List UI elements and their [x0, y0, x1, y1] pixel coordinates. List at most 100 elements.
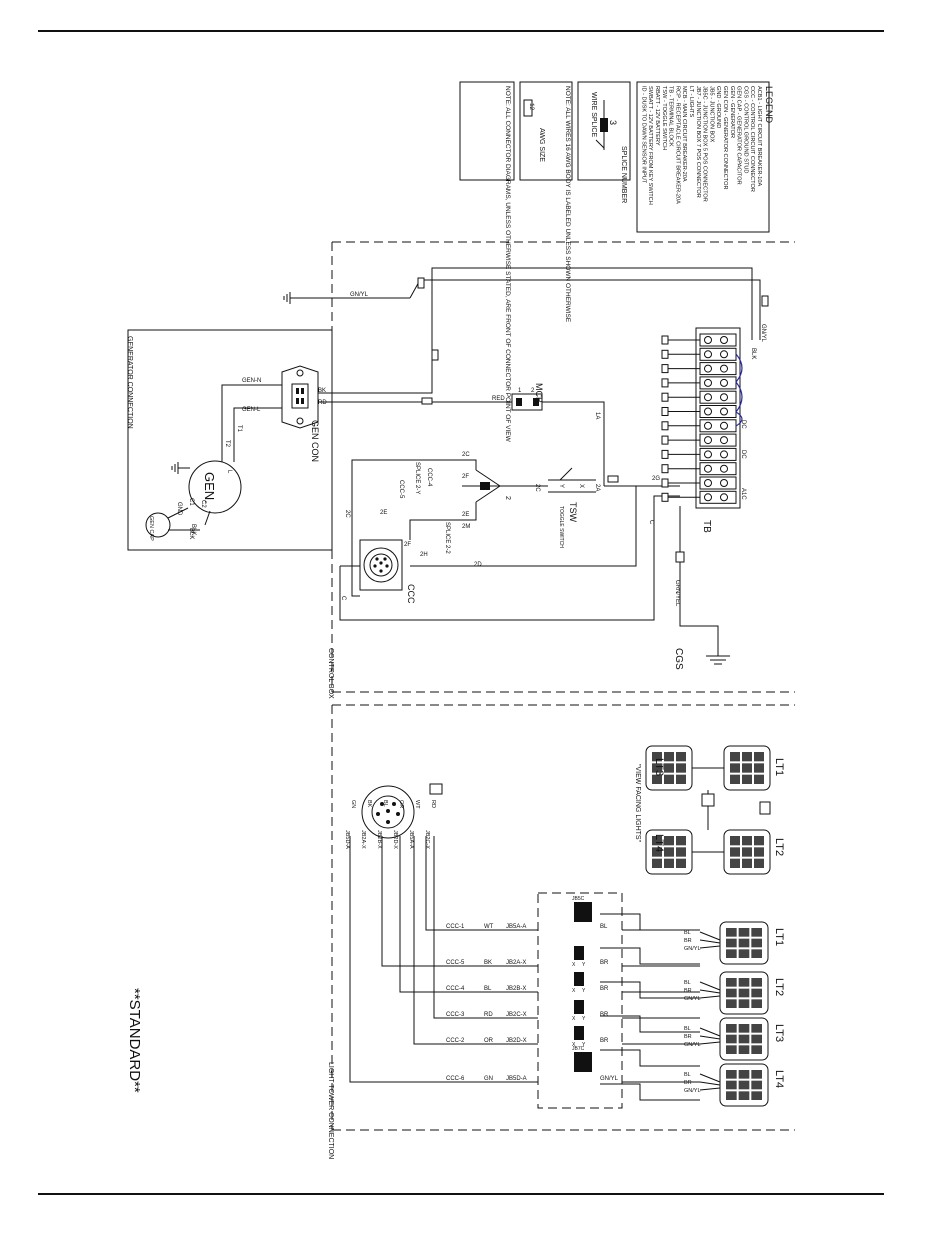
tb-label: TB [701, 520, 712, 533]
jb-connector-label: JB5C [572, 896, 585, 902]
legend-item: TB - TERMINAL BLOCK [668, 86, 674, 147]
lamp-led-cell [751, 1045, 762, 1054]
cable-wire [349, 836, 538, 1083]
cable-wire [381, 836, 538, 967]
wire-2e-conn: 2E [380, 510, 387, 516]
cable-color-label: BK [484, 960, 492, 966]
lamp-head: LT1 [723, 745, 785, 791]
tb-screw [704, 450, 712, 459]
tb-screw [704, 421, 712, 430]
lamp-led-cell [738, 949, 750, 958]
lamp-led-cell [738, 928, 750, 937]
tb-wire-gnyl: GN/YL [760, 324, 766, 343]
tb-terminal [699, 476, 737, 490]
tb-terminal [699, 347, 737, 361]
legend-item: GND - GROUND [715, 86, 721, 128]
tb-dc-2: DC [740, 450, 746, 459]
wire-ccc4: CCC-4 [426, 468, 432, 487]
round-conn-label: JB5A-A [408, 830, 414, 849]
lamp-label: LT3 [653, 758, 665, 776]
tsw-label: TSW [568, 502, 578, 523]
tb-screw [720, 364, 728, 373]
splice-label: WIRE SPLICE [590, 92, 597, 137]
lamp-wire-label: BR [684, 938, 692, 944]
lamp-led-cell [726, 978, 737, 987]
lamp-led-cell [754, 836, 764, 846]
splice-number: 3 [608, 120, 618, 125]
tb-screw [720, 421, 728, 430]
gen-con-connector: GEN CON BK RD [281, 365, 327, 462]
round-conn-label: JB2A-X [360, 830, 366, 849]
lamp-led-cell [751, 1080, 762, 1090]
lamp-led-cell [726, 1070, 737, 1079]
tb-dc-1: DC [740, 420, 746, 429]
awg-note-box: NOTE: ALL WIRES 16 AWG BODY IS LABELED U… [519, 81, 573, 323]
lamp-plug [759, 801, 771, 815]
tb-screw [704, 436, 712, 445]
tb-leads [661, 335, 700, 502]
tb-screw [720, 336, 728, 344]
lamp-lead [699, 1081, 721, 1086]
lamp-led-cell [738, 1070, 750, 1079]
lamp-led-cell [676, 836, 686, 846]
lamp-led-cell [652, 836, 662, 846]
gen-con-label: GEN CON [310, 420, 320, 462]
lamp-led-cell [726, 938, 737, 948]
awg-note: NOTE: ALL WIRES 16 AWG BODY IS LABELED U… [564, 86, 571, 323]
lamp-led-cell [754, 847, 764, 857]
tb-screw [704, 378, 712, 387]
legend-item: ID - DUSK TO DAWN SENSOR INPUT [640, 86, 646, 184]
cable-out-label: BL [600, 924, 608, 930]
lamp-led-cell [676, 858, 686, 868]
tb-terminal [699, 490, 737, 504]
tb-lead-tag [661, 478, 669, 488]
tsw-wire-y: Y [558, 484, 564, 488]
tsw-wire-2a: 2A [594, 484, 600, 491]
lamp-led-cell [730, 836, 740, 846]
tb-terminal [699, 390, 737, 404]
lamp-lead [699, 939, 721, 944]
legend-item: JB5C - JUNCTION BOX 5 POS CONNECTOR [702, 86, 708, 202]
tb-wire-blk: BLK [750, 348, 756, 359]
lamp-led-cell [751, 999, 762, 1008]
round-conn-label: RD [430, 800, 436, 808]
tb-lead-tag [661, 378, 669, 388]
mcb-pin-2: 2 [531, 388, 535, 394]
cable-ccc-label: CCC-1 [446, 924, 465, 930]
lamp-head: LT4 [645, 829, 693, 875]
jb-pin-x: X [572, 988, 576, 994]
tb-screw [720, 479, 728, 487]
round-conn-label: BL [382, 800, 388, 807]
lamp-wire-label: GN/YL [684, 1042, 701, 1048]
lamp-wire-label: BL [684, 930, 691, 936]
cable-ccc-label: CCC-5 [446, 960, 465, 966]
lamp-bracket [692, 767, 724, 853]
jb-bus-wire [600, 1015, 700, 1033]
jb-bus-wire [600, 1083, 700, 1101]
legend-item: CCC - CONTROL CIRCUIT CONNECTOR [749, 86, 755, 192]
ccc-connector: CCC [359, 539, 416, 604]
lamp-led-cell [652, 847, 662, 857]
lamp-lead [699, 1087, 721, 1091]
lamp-led-cell [738, 1045, 750, 1054]
tsw-wire-x: X [578, 484, 584, 488]
lamp-led-cell [730, 858, 740, 868]
lamp-label: LT1 [773, 928, 785, 946]
gen-wire-blk1: BLK [188, 528, 194, 539]
cable-color-label: GN [484, 1076, 493, 1082]
legend-item: JB7 - JUNCTION BOX 7 POS CONNECTOR [695, 86, 701, 198]
tb-terminal [699, 462, 737, 476]
lamp-led-cell [726, 999, 737, 1008]
section-frames: GENERATOR CONNECTION CONTROL BOX LIGHT T… [126, 241, 795, 1159]
jb-connector [574, 1026, 584, 1040]
lamp-led-cell [664, 763, 674, 773]
round-conn-label: GN [350, 800, 356, 808]
top-rule [38, 30, 884, 32]
lamp-led-cell [664, 858, 674, 868]
lamp-led-cell [754, 763, 764, 773]
jb-bus-wire [600, 947, 700, 965]
legend-item: CGS - CONTROL GROUND STUD [742, 86, 748, 173]
cable-wire [433, 836, 538, 1019]
